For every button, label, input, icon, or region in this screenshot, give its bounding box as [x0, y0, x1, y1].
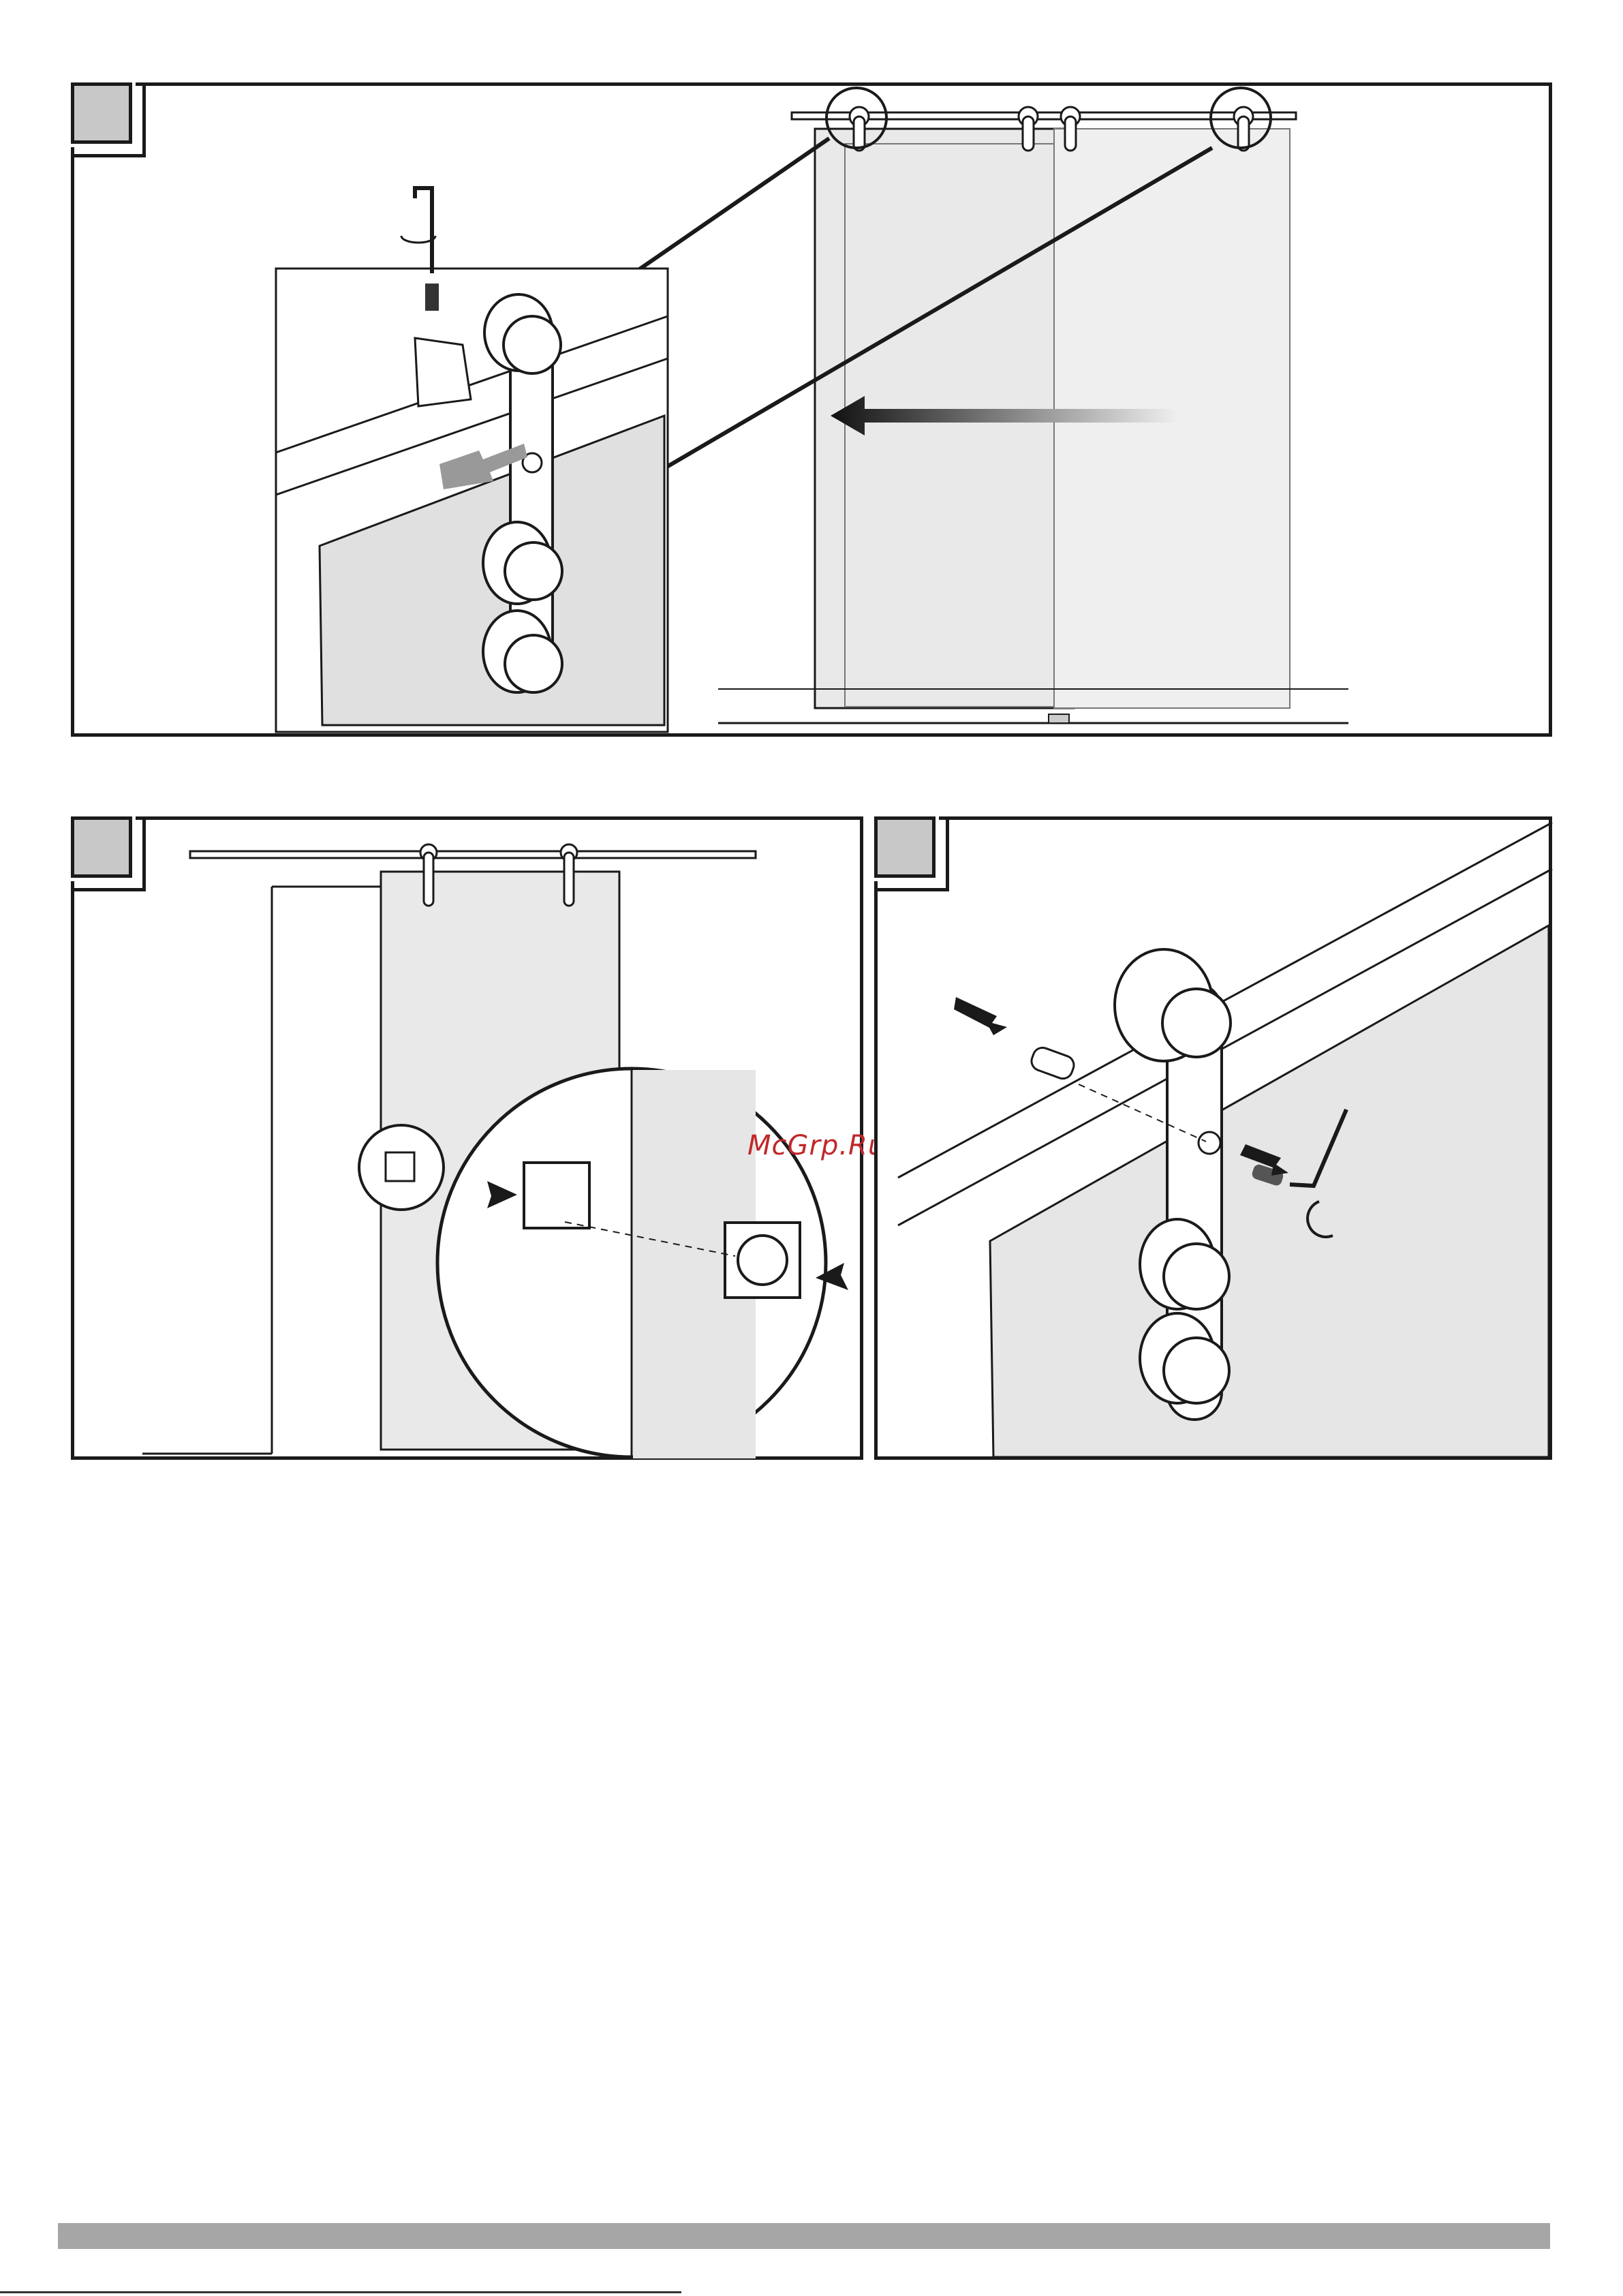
set-screw-icon [425, 284, 439, 311]
footer-rule [0, 2291, 681, 2293]
direction-arrow-icon [954, 997, 1007, 1035]
flush-handle-icon [386, 1152, 414, 1181]
footer-bar [58, 2223, 1550, 2249]
stopper-icon [1029, 1045, 1077, 1081]
hex-key-icon [415, 188, 432, 273]
step-panel-top [71, 82, 1552, 737]
step-illustration-slide [74, 86, 1556, 740]
step-illustration-stopper [878, 820, 1556, 1463]
flush-handle-front [524, 1163, 589, 1228]
watermark: McGrp.Ru [747, 1130, 886, 1161]
track-rail [190, 851, 756, 858]
step-panel-bottom-left: McGrp.Ru [71, 816, 863, 1460]
floor-guide [1049, 714, 1069, 723]
step-panel-bottom-right [874, 816, 1552, 1460]
